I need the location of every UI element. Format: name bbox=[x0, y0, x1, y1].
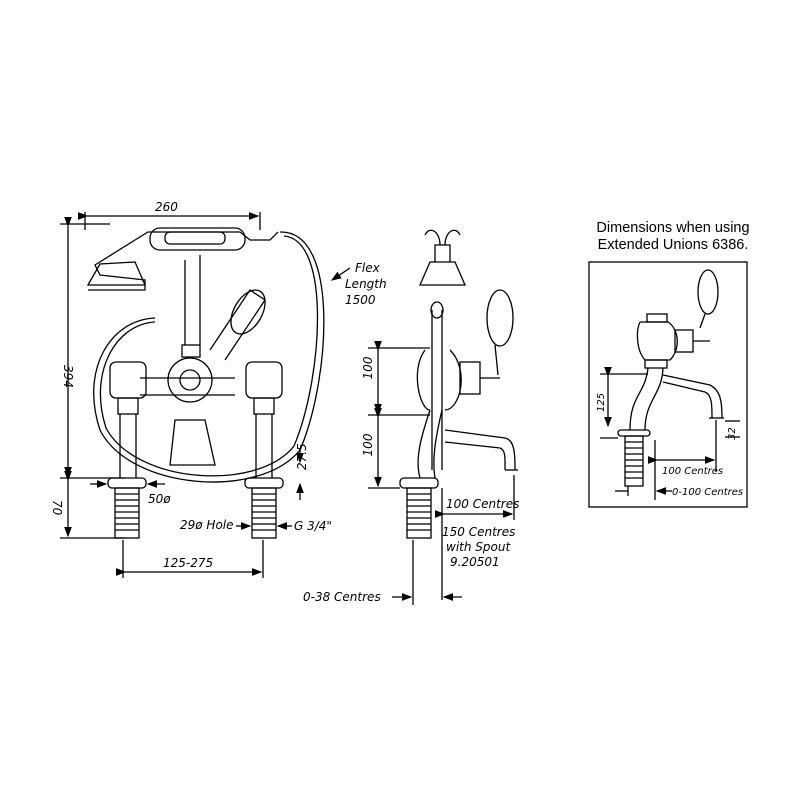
inset-frame bbox=[588, 261, 748, 508]
lower-height-label: 100 bbox=[361, 433, 375, 456]
diameter-label: 50ø bbox=[148, 492, 171, 506]
inset-height-label: 125 bbox=[596, 393, 607, 412]
flex-label-3: 1500 bbox=[345, 293, 376, 307]
spout-alt-label-1: 150 Centres bbox=[442, 525, 515, 539]
inset-small-label: 32 bbox=[727, 427, 738, 440]
side-view: 100 100 100 Centres 150 Centres with Spo… bbox=[303, 229, 519, 605]
inset-caption: Dimensions when using Extended Unions 63… bbox=[578, 220, 768, 254]
width-label: 260 bbox=[155, 200, 178, 214]
offset-label: 0-38 Centres bbox=[303, 590, 381, 604]
inset-centres-label: 100 Centres bbox=[662, 466, 723, 477]
flex-label-2: Length bbox=[345, 277, 387, 291]
inset-caption-line-1: Dimensions when using bbox=[596, 220, 750, 236]
left-leg bbox=[107, 477, 147, 539]
right-leg bbox=[244, 477, 284, 539]
front-view: 260 394 70 50ø 27.5 29ø Hole G 3/4" bbox=[50, 200, 387, 578]
thread-label: G 3/4" bbox=[294, 519, 332, 533]
inset-caption-line-2: Extended Unions 6386. bbox=[597, 237, 749, 253]
base-height-label: 70 bbox=[50, 500, 64, 516]
inset-panel: 125 32 100 Centres 0-100 Centres bbox=[588, 261, 748, 508]
spout-alt-label-3: 9.20501 bbox=[450, 555, 500, 569]
spout-centres-label: 100 Centres bbox=[446, 497, 519, 511]
height-label: 394 bbox=[61, 365, 75, 388]
inset-offset-label: 0-100 Centres bbox=[672, 487, 743, 498]
spout-alt-label-2: with Spout bbox=[446, 540, 511, 554]
small-height-label: 27.5 bbox=[295, 443, 309, 470]
hole-label: 29ø Hole bbox=[180, 518, 234, 532]
upper-height-label: 100 bbox=[361, 356, 375, 379]
flex-label-1: Flex bbox=[355, 261, 381, 275]
centres-label: 125-275 bbox=[163, 556, 213, 570]
